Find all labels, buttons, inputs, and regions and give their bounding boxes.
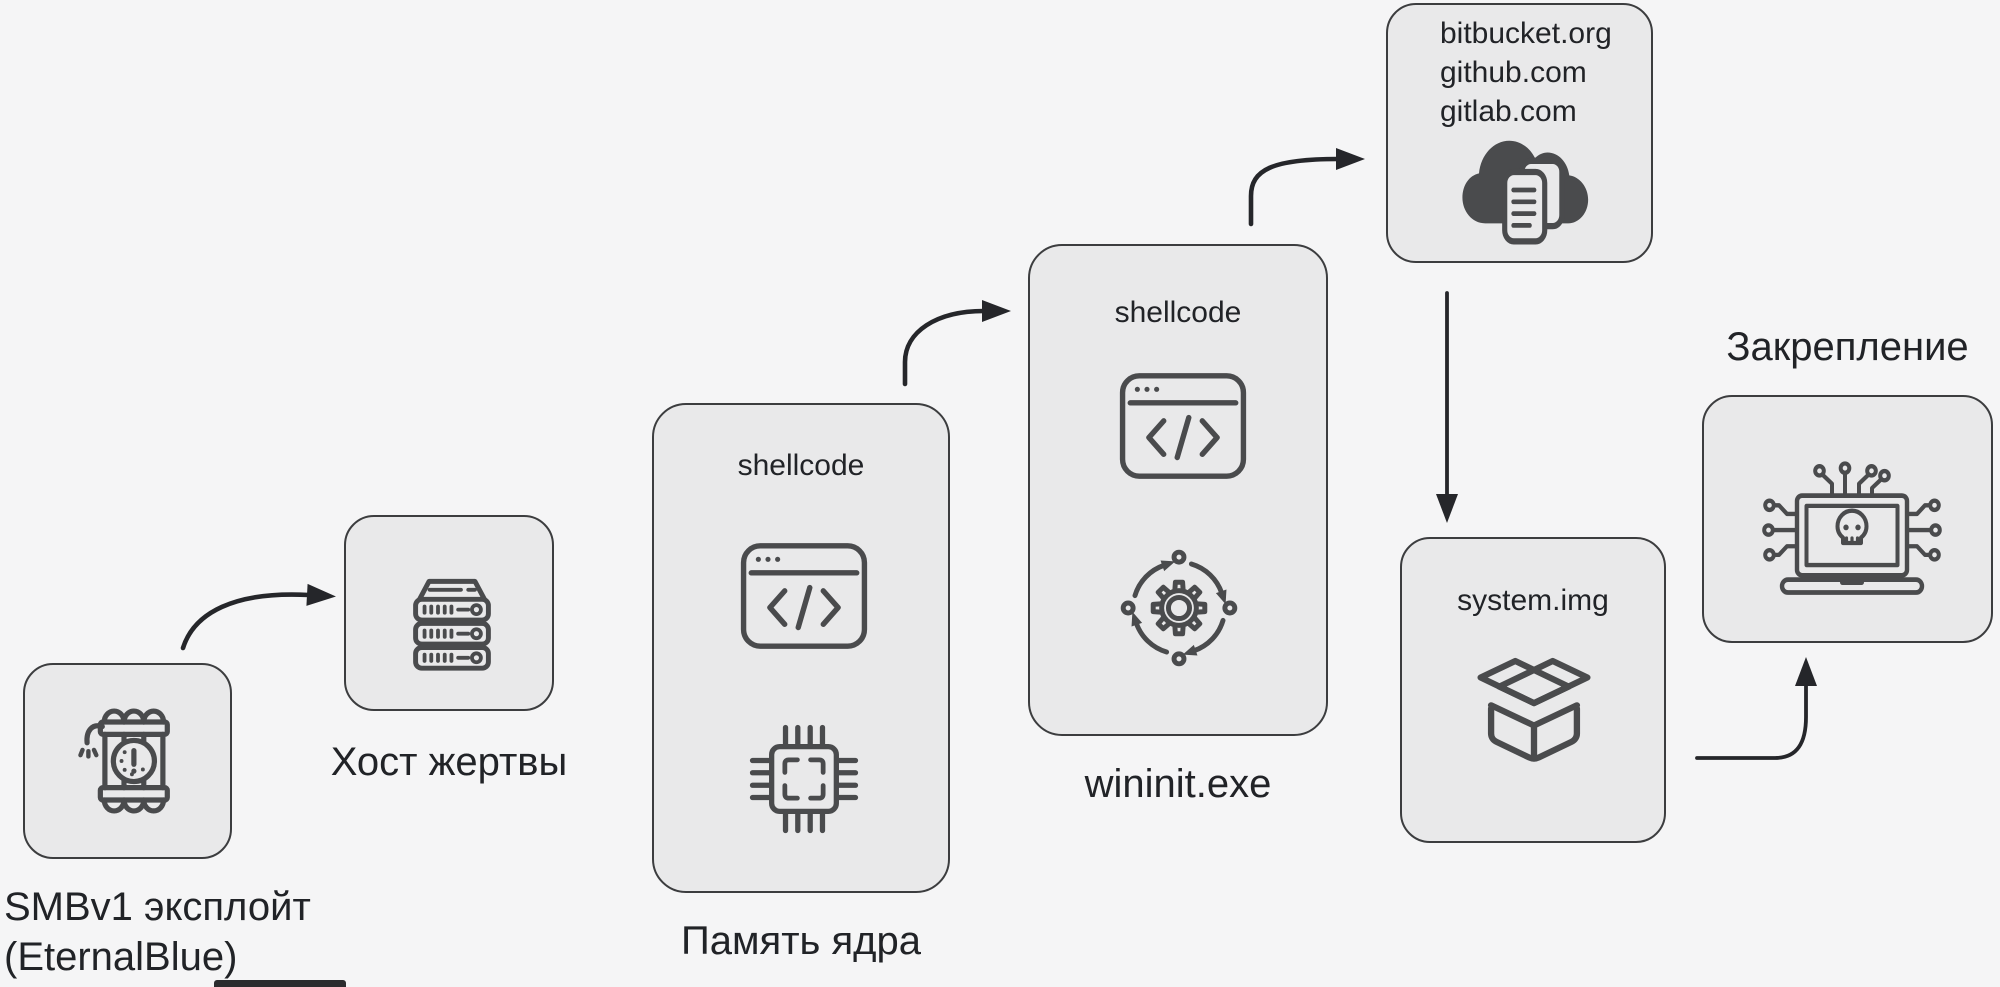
repo-domain-github: github.com [1440, 56, 1587, 89]
node-system-img: system.img [1400, 537, 1666, 843]
arrow-wininit-to-repos [1248, 148, 1365, 227]
label-smbv1-line1: SMBv1 эксплойт [4, 885, 311, 929]
repo-domain-gitlab: gitlab.com [1440, 95, 1577, 128]
cpu-chip-icon [749, 724, 859, 834]
node-smbv1-exploit [23, 663, 232, 859]
label-smbv1-exploit: SMBv1 эксплойт (EternalBlue) [4, 882, 311, 982]
code-window-icon [1118, 372, 1248, 480]
process-gear-icon [1120, 549, 1238, 667]
code-window-icon [738, 542, 870, 650]
open-box-icon [1477, 657, 1591, 762]
label-kernel-memory: Память ядра [681, 919, 921, 963]
arrow-system-to-persistence [1695, 657, 1817, 760]
repo-domain-bitbucket: bitbucket.org [1440, 17, 1612, 50]
node-victim-host [344, 515, 554, 711]
node-repos: bitbucket.org github.com gitlab.com [1386, 3, 1653, 263]
cloud-documents-icon [1462, 140, 1589, 245]
repo-domains: bitbucket.org github.com gitlab.com [1440, 14, 1612, 131]
label-persistence: Закрепление [1726, 325, 1969, 369]
kernel-shellcode-text: shellcode [737, 449, 865, 482]
hacked-laptop-icon [1762, 461, 1942, 595]
arrow-kernel-to-wininit [902, 300, 1011, 387]
node-persistence [1702, 395, 1993, 643]
node-kernel-memory: shellcode [652, 403, 950, 893]
label-smbv1-line2: (EternalBlue) [4, 935, 238, 979]
label-wininit: wininit.exe [1084, 762, 1272, 806]
time-bomb-icon [78, 708, 170, 814]
label-victim-host: Хост жертвы [330, 740, 568, 784]
server-rack-icon [413, 578, 491, 671]
wininit-shellcode-text: shellcode [1114, 296, 1242, 329]
node-wininit: shellcode [1028, 244, 1328, 736]
cropped-bottom-bar [214, 980, 346, 987]
arrow-exploit-to-victim [180, 583, 336, 651]
system-img-text: system.img [1457, 584, 1609, 617]
